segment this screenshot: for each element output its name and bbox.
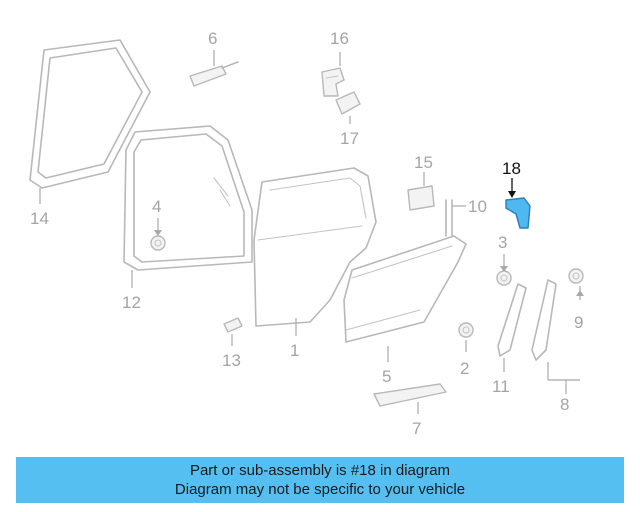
part-14-weatherstrip (29, 39, 151, 189)
callout-17: 17 (340, 129, 359, 148)
callout-4: 4 (152, 197, 161, 216)
part-7-sill (373, 383, 447, 407)
callout-7: 7 (412, 419, 421, 438)
part-4-grommet (150, 235, 166, 251)
part-18-highlighted (505, 197, 531, 229)
part-6-pin (189, 61, 239, 87)
part-16-bracket (321, 67, 345, 97)
banner-line-2: Diagram may not be specific to your vehi… (174, 481, 466, 498)
part-9-clip (568, 268, 584, 284)
part-15-pad (407, 185, 435, 211)
callout-2: 2 (460, 359, 469, 378)
callout-12: 12 (122, 293, 141, 312)
callout-11: 11 (492, 377, 510, 396)
info-banner: Part or sub-assembly is #18 in diagram D… (16, 457, 624, 503)
callout-3: 3 (498, 233, 507, 252)
callout-10: 10 (468, 197, 487, 216)
callout-6: 6 (208, 29, 217, 48)
part-5-door-panel (343, 235, 467, 343)
part-3-clip (496, 270, 512, 286)
callout-14: 14 (30, 209, 49, 228)
callout-16: 16 (330, 29, 349, 48)
callout-9: 9 (574, 313, 583, 332)
part-13-clip (223, 317, 243, 333)
part-11-garnish (497, 283, 527, 357)
part-17-clip (335, 91, 361, 115)
callout-13: 13 (222, 351, 241, 370)
banner-line-1: Part or sub-assembly is #18 in diagram (189, 462, 451, 479)
part-8-pillar-trim (531, 279, 557, 361)
callout-8: 8 (560, 395, 569, 414)
part-10-seal (445, 199, 453, 237)
callout-18: 18 (502, 159, 521, 178)
part-2-nut (458, 322, 474, 338)
callout-1: 1 (290, 341, 299, 360)
callout-15: 15 (414, 153, 433, 172)
part-12-glass-run (123, 125, 253, 271)
part-1-door-shell (253, 167, 377, 327)
callout-5: 5 (382, 367, 391, 386)
